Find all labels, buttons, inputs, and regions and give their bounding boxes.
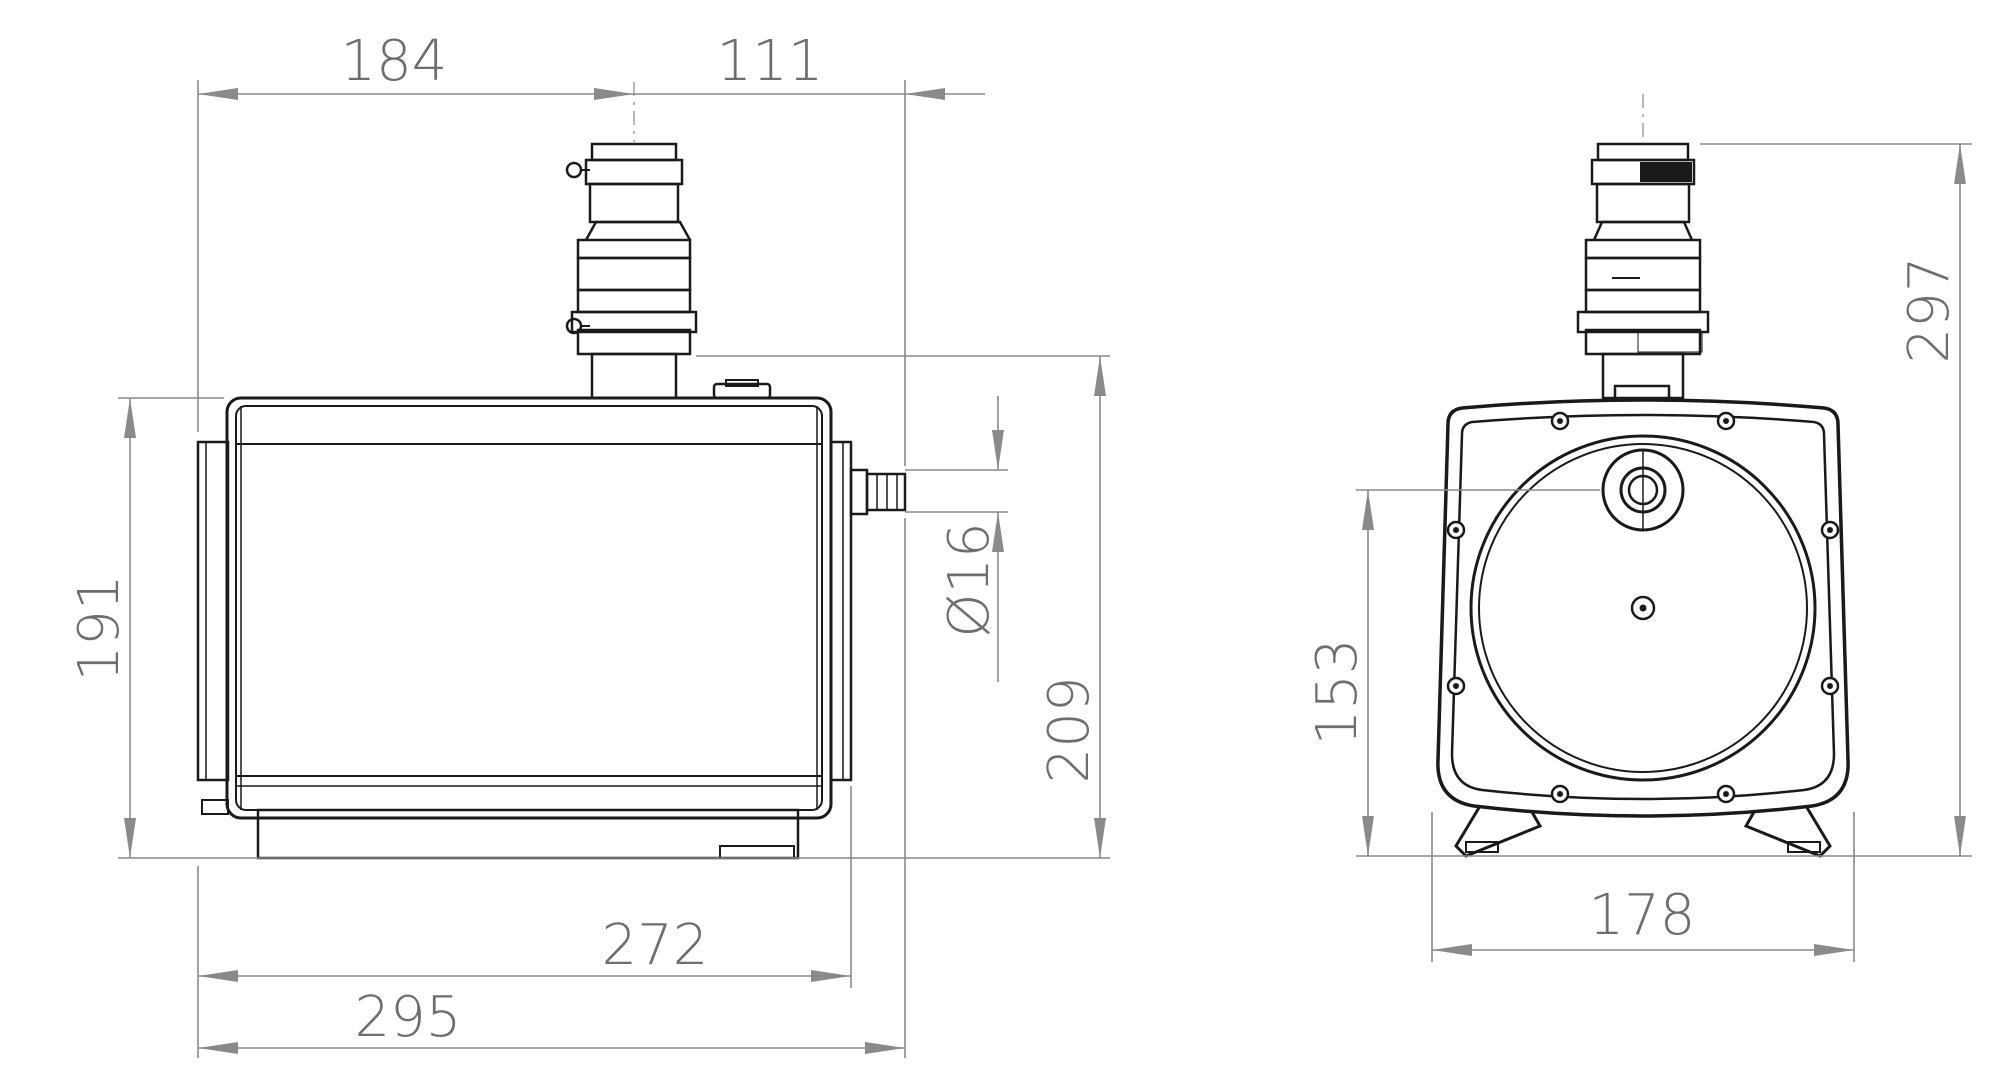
front-dimension-labels: 153 178 297 bbox=[1305, 257, 1962, 948]
front-outlet-pipe bbox=[1576, 94, 1710, 402]
side-view: 184 111 191 Ø16 209 272 295 bbox=[67, 29, 1110, 1058]
side-extension-lines bbox=[118, 80, 1110, 1058]
front-body bbox=[1436, 398, 1850, 818]
dim-label-295: 295 bbox=[355, 985, 462, 1050]
side-hose-connector bbox=[849, 468, 907, 516]
dim-label-209: 209 bbox=[1037, 677, 1102, 784]
side-dimension-labels: 184 111 191 Ø16 209 272 295 bbox=[67, 29, 1102, 1050]
side-outlet-pipe bbox=[565, 82, 698, 400]
dim-label-191: 191 bbox=[67, 575, 132, 682]
front-feet bbox=[1454, 805, 1832, 858]
front-extension-lines bbox=[1356, 143, 1972, 962]
side-dimension-lines bbox=[124, 88, 1106, 1054]
dim-label-184: 184 bbox=[341, 29, 448, 94]
side-tank-body bbox=[196, 379, 853, 860]
front-view: 153 178 297 bbox=[1305, 94, 1972, 962]
dim-label-178: 178 bbox=[1589, 883, 1696, 948]
front-screws bbox=[1446, 411, 1840, 804]
dim-label-297: 297 bbox=[1897, 257, 1962, 364]
dim-label-272: 272 bbox=[602, 913, 709, 978]
dim-label-153: 153 bbox=[1305, 639, 1370, 746]
dim-label-diameter-16: Ø16 bbox=[937, 522, 1002, 637]
front-dimension-lines bbox=[1362, 144, 1966, 956]
dim-label-111: 111 bbox=[717, 29, 824, 94]
